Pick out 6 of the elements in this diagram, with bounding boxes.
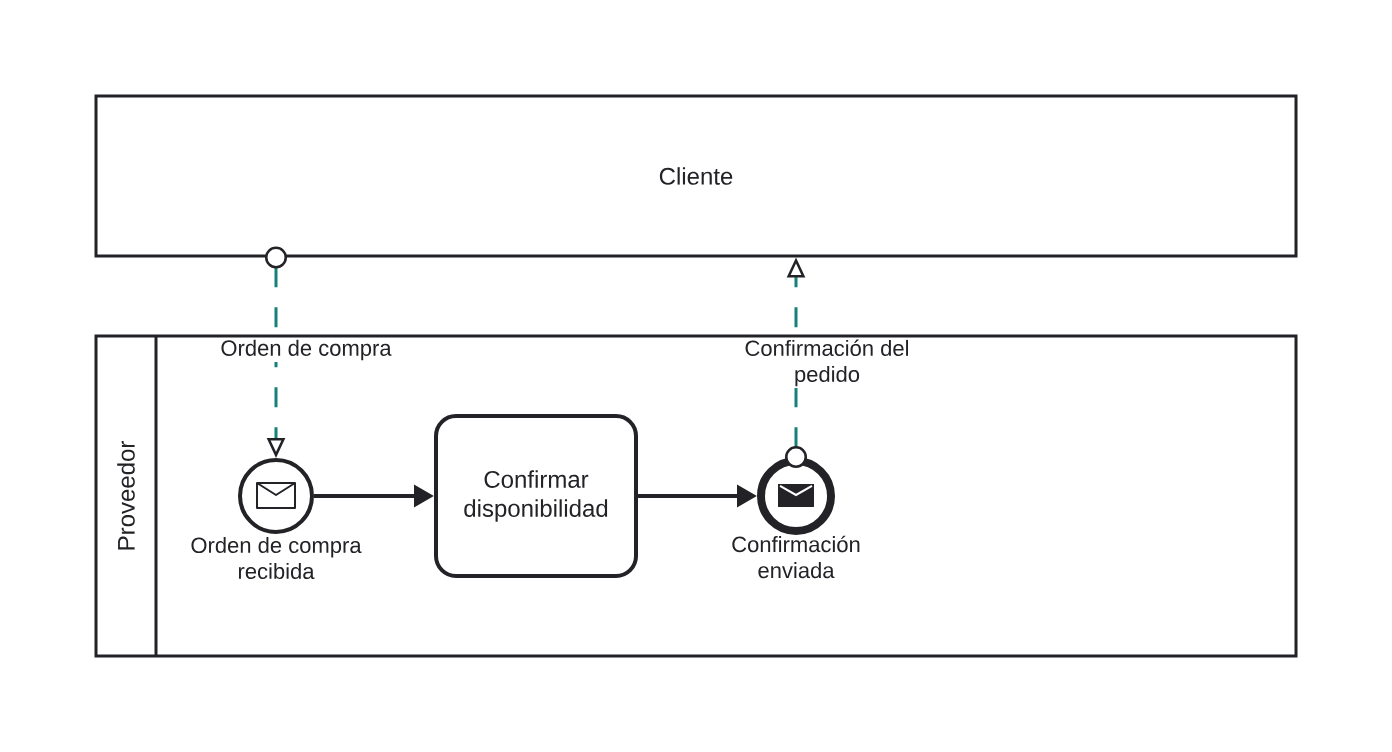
task-box: Confirmar disponibilidad — [434, 414, 638, 578]
pool-box: Cliente — [94, 94, 1298, 258]
event-label: Orden de compra recibida — [191, 536, 362, 580]
edge-label: Confirmación del pedido — [745, 339, 908, 387]
event-label: Confirmación enviada — [732, 535, 860, 579]
edge-label: Orden de compra — [221, 339, 392, 361]
